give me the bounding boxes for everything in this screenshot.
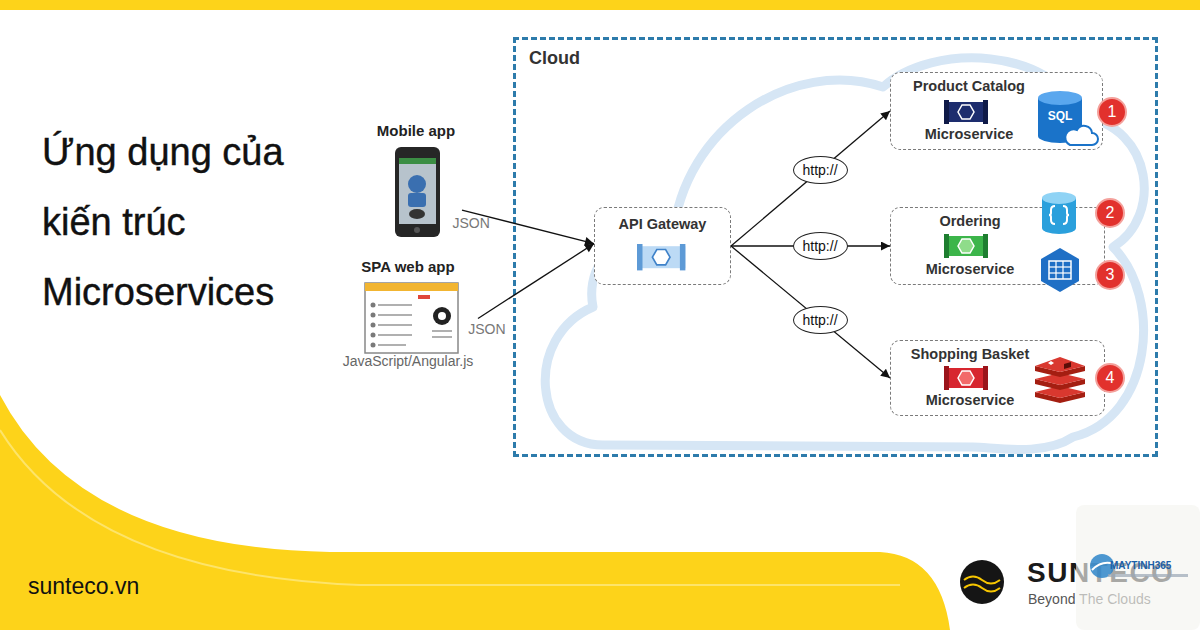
microservice-icon: [944, 366, 988, 390]
gateway-title: API Gateway: [619, 216, 707, 233]
white-panel: [0, 10, 1200, 630]
service-title: Ordering: [939, 213, 1000, 230]
connector-arrow: [731, 246, 890, 378]
callout-number: 3: [1095, 260, 1125, 290]
service-kind: Microservice: [926, 392, 1015, 409]
group-title: Cloud: [529, 48, 580, 69]
brand-tagline: Beyond The Clouds: [1028, 590, 1151, 608]
connector-label: http://: [793, 156, 848, 184]
watermark-text: MAYTINH365: [1110, 560, 1171, 572]
table-storage-icon: [1041, 248, 1079, 292]
connector-arrow: [731, 111, 890, 246]
service-title: Product Catalog: [913, 78, 1025, 95]
cloud-outline: [545, 58, 1144, 450]
brand-logo-mark: [960, 560, 1004, 604]
document-database-icon: [1042, 192, 1076, 234]
gateway-icon: [637, 244, 685, 270]
callout-number: 1: [1097, 97, 1127, 127]
client-box: Mobile app: [370, 122, 462, 240]
gateway-box: API Gateway: [594, 207, 731, 285]
service-kind: Microservice: [926, 261, 1015, 278]
microservice-icon: [944, 234, 988, 258]
client-caption: JavaScript/Angular.js: [343, 352, 474, 370]
service-box: Shopping BasketMicroservice: [890, 340, 1105, 416]
microservice-icon: [944, 100, 988, 124]
service-box: OrderingMicroservice: [890, 207, 1105, 285]
service-kind: Microservice: [925, 126, 1014, 143]
connector-arrow: [478, 244, 594, 319]
sql-database-icon: [1038, 91, 1098, 145]
callout-number: 4: [1095, 363, 1125, 393]
redis-icon: [1035, 357, 1085, 403]
connector-label: http://: [793, 232, 848, 260]
callout-number: 2: [1095, 198, 1125, 228]
client-title: SPA web app: [361, 258, 454, 276]
website-url: sunteco.vn: [28, 572, 139, 600]
icon-label: SQL: [1040, 108, 1080, 124]
watermark: [1076, 505, 1200, 630]
client-title: Mobile app: [377, 122, 455, 140]
client-box: SPA web appJavaScript/Angular.js: [338, 258, 478, 370]
decor-curve: [0, 430, 900, 585]
webapp-screenshot: [365, 283, 458, 353]
page-title: Ứng dụng của kiến trúc Microservices: [42, 117, 332, 327]
connector-label: http://: [793, 306, 848, 334]
connector-label: JSON: [468, 321, 505, 337]
phone-illustration: [395, 147, 440, 237]
connector-label: JSON: [453, 215, 490, 231]
service-title: Shopping Basket: [911, 346, 1029, 363]
